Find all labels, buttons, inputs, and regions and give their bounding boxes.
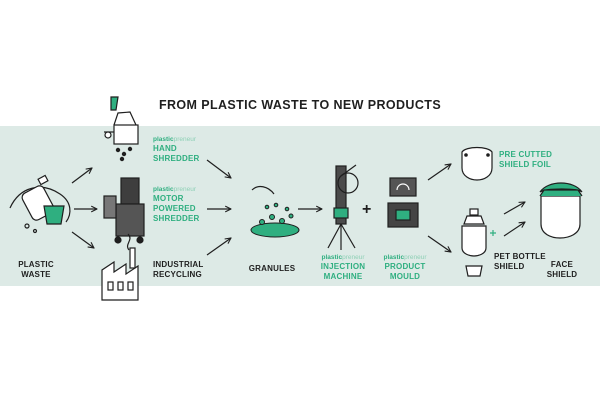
arrow-to-industrial	[71, 231, 94, 248]
factory-icon	[101, 233, 139, 301]
injection-machine-icon	[327, 164, 359, 250]
label-injection-machine: plasticpreneur INJECTION MACHINE	[320, 254, 366, 281]
pet-bottle-shield-icon	[461, 208, 496, 277]
face-shield-icon	[539, 182, 583, 239]
plastic-waste-icon	[9, 174, 71, 234]
granules-icon	[250, 185, 300, 238]
label-product-mould: plasticpreneur PRODUCT MOULD	[383, 254, 427, 281]
label-pet-bottle-shield: PET BOTTLE SHIELD	[494, 252, 546, 271]
process-band	[0, 126, 600, 286]
arrow-to-hand-shredder	[71, 168, 92, 184]
label-hand-shredder: plasticpreneur HAND SHREDDER	[153, 136, 200, 163]
page-title: FROM PLASTIC WASTE TO NEW PRODUCTS	[158, 98, 442, 112]
label-shield-foil: PRE CUTTED SHIELD FOIL	[499, 150, 553, 169]
label-motor-shredder: plasticpreneur MOTOR POWERED SHREDDER	[153, 186, 200, 223]
label-face-shield: FACE SHIELD	[546, 260, 578, 279]
product-mould-icon	[387, 177, 419, 228]
label-industrial-recycling: INDUSTRIAL RECYCLING	[153, 260, 204, 279]
plus-sign: +	[362, 201, 371, 218]
label-plastic-waste: PLASTIC WASTE	[18, 260, 54, 279]
label-granules: GRANULES	[248, 264, 296, 273]
motor-shredder-icon	[103, 177, 145, 244]
hand-shredder-icon	[104, 96, 139, 162]
shield-foil-icon	[461, 146, 493, 181]
